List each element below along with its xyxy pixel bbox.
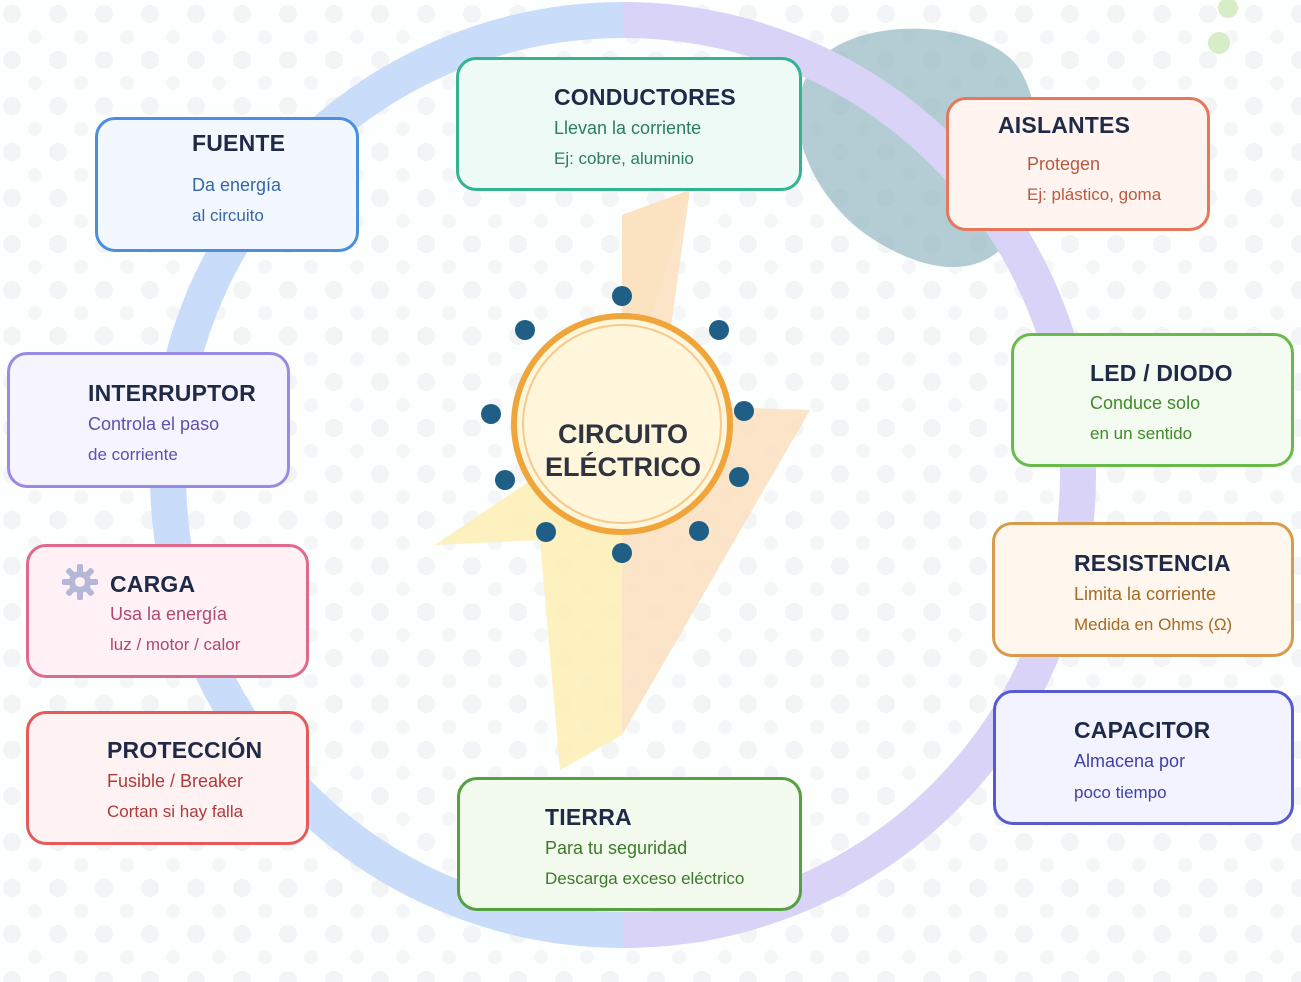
node-capacitor-line2: poco tiempo [1074,783,1167,802]
node-carga-title: CARGA [110,571,196,597]
connector-dot [689,521,709,541]
node-capacitor-title: CAPACITOR [1074,717,1211,743]
connector-dot [709,320,729,340]
node-interruptor-line1: Controla el paso [88,414,220,434]
node-led-line1: Conduce solo [1090,393,1201,413]
node-fuente-line2: al circuito [192,206,264,225]
node-interruptor: INTERRUPTOR Controla el paso de corrient… [7,352,290,488]
connector-dot [515,320,535,340]
node-led-line2: en un sentido [1090,424,1193,443]
node-interruptor-line2: de corriente [88,445,178,464]
center-inner-ring [522,324,722,524]
decor-dot [1208,32,1230,54]
center-title: CIRCUITO ELÉCTRICO [520,418,726,484]
node-tierra-line1: Para tu seguridad [545,838,688,858]
node-aislantes: AISLANTES Protegen Ej: plástico, goma [946,97,1210,231]
ring-right-half [622,2,1096,948]
node-conductores-title: CONDUCTORES [554,84,736,110]
center-circle [511,313,733,535]
node-led: LED / DIODO Conduce solo en un sentido [1011,333,1294,467]
connector-dot [536,522,556,542]
connector-dot [495,470,515,490]
center-dots [481,286,754,563]
node-interruptor-title: INTERRUPTOR [88,380,256,406]
center-title-line2: ELÉCTRICO [544,452,701,482]
connector-dot [612,543,632,563]
node-capacitor: CAPACITOR Almacena por poco tiempo [993,690,1294,825]
node-proteccion-line2: Cortan si hay falla [107,802,244,821]
node-resistencia: RESISTENCIA Limita la corriente Medida e… [992,522,1294,657]
connector-dot [734,401,754,421]
node-tierra-title: TIERRA [545,804,632,830]
node-conductores-line2: Ej: cobre, aluminio [554,149,694,168]
node-proteccion-line1: Fusible / Breaker [107,771,244,791]
node-aislantes-title: AISLANTES [998,112,1131,138]
node-fuente: FUENTE Da energía al circuito [95,117,359,252]
center-title-line1: CIRCUITO [557,419,688,449]
node-resistencia-title: RESISTENCIA [1074,550,1231,576]
node-proteccion-title: PROTECCIÓN [107,737,263,763]
node-carga: CARGA Usa la energía luz / motor / calor [26,544,309,678]
node-tierra-line2: Descarga exceso eléctrico [545,869,745,888]
gear-icon [61,563,99,606]
connector-dot [481,404,501,424]
node-carga-line1: Usa la energía [110,604,228,624]
node-conductores-line1: Llevan la corriente [554,118,702,138]
node-resistencia-line2: Medida en Ohms (Ω) [1074,615,1233,634]
node-fuente-line1: Da energía [192,175,282,195]
node-aislantes-line1: Protegen [1027,154,1101,174]
node-fuente-title: FUENTE [192,130,286,156]
node-capacitor-line1: Almacena por [1074,751,1186,771]
node-proteccion: PROTECCIÓN Fusible / Breaker Cortan si h… [26,711,309,845]
connector-dot [729,467,749,487]
decor-dot [1218,0,1238,18]
node-carga-line2: luz / motor / calor [110,635,241,654]
node-tierra: TIERRA Para tu seguridad Descarga exceso… [457,777,802,911]
node-led-title: LED / DIODO [1090,360,1233,386]
node-aislantes-line2: Ej: plástico, goma [1027,185,1162,204]
node-resistencia-line1: Limita la corriente [1074,584,1217,604]
node-conductores: CONDUCTORES Llevan la corriente Ej: cobr… [456,57,802,191]
connector-dot [612,286,632,306]
